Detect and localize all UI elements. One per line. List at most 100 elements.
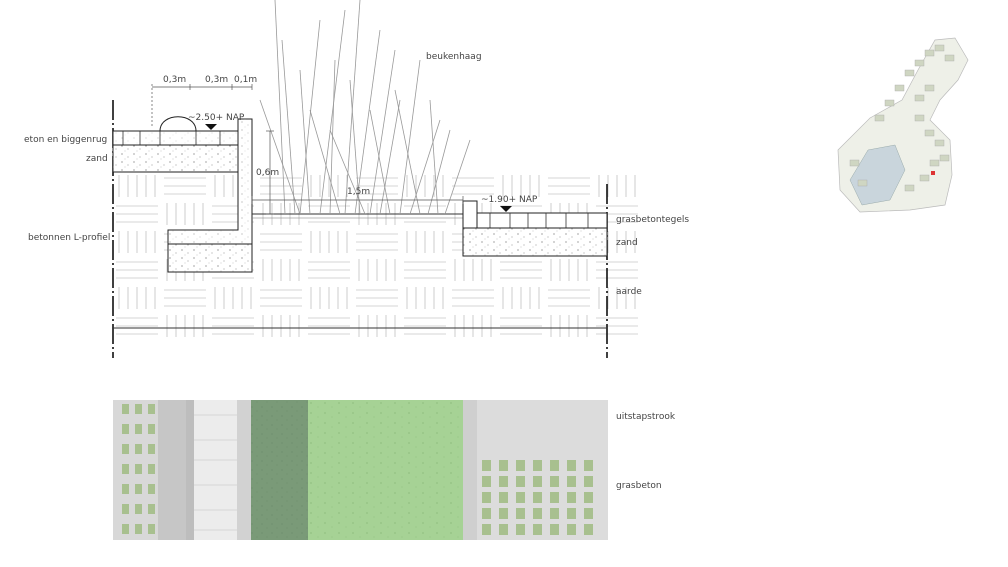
grass-cell [122, 424, 129, 434]
grass-cell [148, 464, 155, 474]
grass-cell [499, 476, 508, 487]
label-grass-concrete: grasbeton [616, 481, 662, 491]
grass-cell [516, 476, 525, 487]
hedge-plan-texture [251, 400, 308, 540]
keymap-block [894, 84, 905, 92]
dim-d1: 0,3m [163, 75, 187, 85]
grass-cell [122, 444, 129, 454]
grass-cell [584, 476, 593, 487]
level-marker-low [500, 206, 512, 212]
grass-tile-joints [489, 213, 589, 228]
grass-cell [533, 492, 542, 503]
label-hedge: beukenhaag [426, 52, 482, 62]
grass-cell [567, 460, 576, 471]
keymap-block [904, 184, 915, 192]
dim-d2: 0,3m [205, 75, 229, 85]
grass-cell [567, 508, 576, 519]
keymap-blocks [849, 44, 955, 192]
level-high-label: ~2.50+ NAP [188, 113, 245, 123]
grass-cell [550, 508, 559, 519]
keymap-block [934, 44, 945, 52]
grass-cell [567, 524, 576, 535]
grass-cell [499, 508, 508, 519]
grass-cell [135, 404, 142, 414]
plan-edge-right [463, 400, 477, 540]
plan-l-profile [237, 400, 251, 540]
dim-width: 1,5m [347, 187, 371, 197]
grass-cell [482, 492, 491, 503]
label-grass-tiles: grasbetontegels [616, 215, 690, 225]
grass-cell [533, 508, 542, 519]
label-sand-left: zand [86, 154, 108, 164]
grass-cells-left [122, 404, 155, 534]
grass-cell [122, 464, 129, 474]
label-sand-right: zand [616, 238, 638, 248]
grass-cell [584, 492, 593, 503]
keymap-block [849, 159, 860, 167]
biggenrug-curb [159, 116, 197, 132]
cross-section [112, 0, 638, 358]
grass-cell [550, 492, 559, 503]
grass-cell [550, 524, 559, 535]
grass-cell [567, 492, 576, 503]
grass-cell [567, 476, 576, 487]
keymap-location-marker [931, 171, 935, 175]
location-key-map [837, 37, 969, 213]
kerb-edge [186, 400, 194, 540]
level-marker-high [205, 124, 217, 130]
grass-cell [122, 524, 129, 534]
grass-cell [584, 460, 593, 471]
exit-strip [194, 400, 237, 540]
grass-cells-right [482, 460, 593, 535]
grass-cell [584, 508, 593, 519]
keymap-block [929, 159, 940, 167]
grass-cell [148, 484, 155, 494]
grass-cell [482, 460, 491, 471]
grass-cell [482, 508, 491, 519]
grass-cell [482, 524, 491, 535]
sand-fill-right [463, 228, 607, 256]
keymap-block [914, 94, 925, 102]
keymap-block [904, 69, 915, 77]
plan-view [113, 400, 608, 540]
grass-cell [122, 484, 129, 494]
grass-cell [516, 492, 525, 503]
dim-height: 0,6m [256, 168, 280, 178]
exit-strip-joints [194, 414, 237, 531]
grass-cell [135, 524, 142, 534]
label-soil: aarde [616, 287, 642, 297]
grass-cell [122, 504, 129, 514]
grass-cell [516, 524, 525, 535]
grass-cell [584, 524, 593, 535]
grass-cell [148, 424, 155, 434]
l-profile-fill [168, 119, 252, 244]
keymap-block [944, 54, 955, 62]
curb-joints [122, 131, 221, 145]
keymap-block [934, 139, 945, 147]
keymap-block [857, 179, 868, 187]
dim-d3: 0,1m [234, 75, 258, 85]
level-low-label: ~1.90+ NAP [481, 195, 538, 205]
grass-cell [122, 404, 129, 414]
curb-fill [113, 131, 238, 145]
grass-cell [499, 460, 508, 471]
grass-cell [135, 444, 142, 454]
keymap-block [924, 129, 935, 137]
grass-cell [135, 464, 142, 474]
grass-cell [533, 476, 542, 487]
grass-cell [499, 492, 508, 503]
grass-cell [148, 504, 155, 514]
grass-cell [533, 524, 542, 535]
keymap-block [884, 99, 895, 107]
keymap-block [919, 174, 930, 182]
keymap-block [914, 59, 925, 67]
grass-cell [482, 476, 491, 487]
label-exit-strip: uitstapstrook [616, 412, 676, 422]
grass-tiles-layer [476, 212, 608, 229]
beech-hedge [259, 0, 471, 215]
lawn-plan-texture [308, 400, 463, 540]
keymap-block [924, 49, 935, 57]
keymap-block [939, 154, 950, 162]
keymap-block [914, 114, 925, 122]
